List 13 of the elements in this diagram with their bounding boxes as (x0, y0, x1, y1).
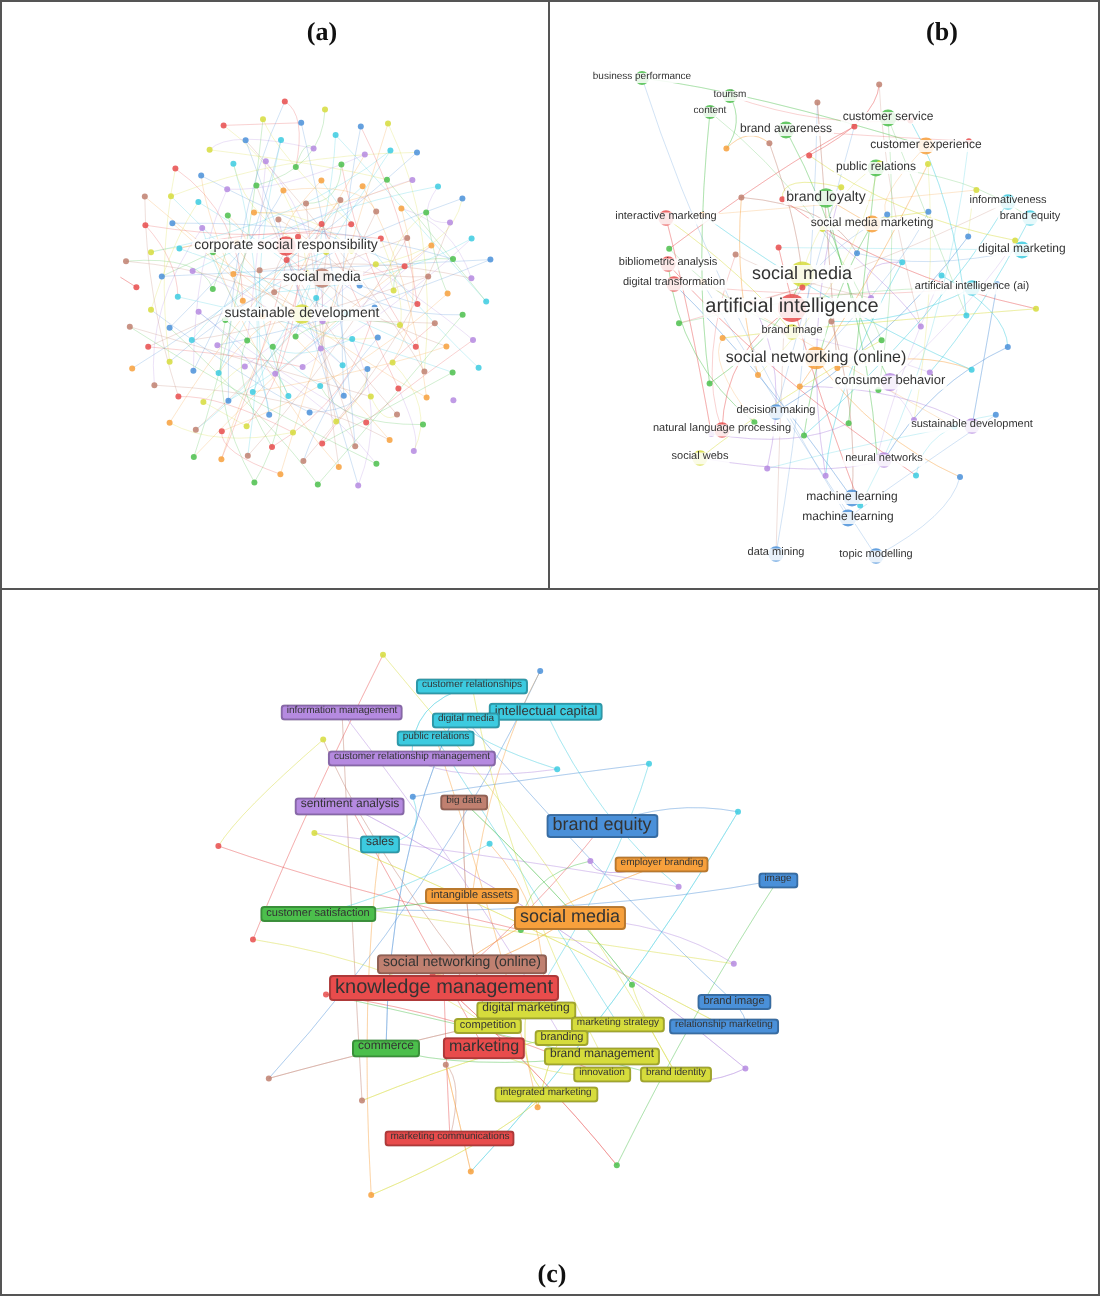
keyword-label: social media (749, 265, 855, 283)
keyword-label: artificial intelligence (703, 298, 881, 318)
panel-label: (a) (306, 16, 338, 48)
panel (0, 588, 1100, 1296)
keyword-tag: knowledge management (329, 975, 559, 1001)
keyword-tag: brand equity (546, 814, 658, 838)
panel-label: (b) (926, 16, 958, 48)
panel-label: (c) (537, 1258, 567, 1290)
panel (548, 0, 1100, 592)
keyword-tag: social media (513, 906, 627, 930)
keyword-label: social networking (online) (723, 350, 909, 366)
panel (0, 0, 552, 592)
keyword-tag: marketing (442, 1037, 526, 1059)
